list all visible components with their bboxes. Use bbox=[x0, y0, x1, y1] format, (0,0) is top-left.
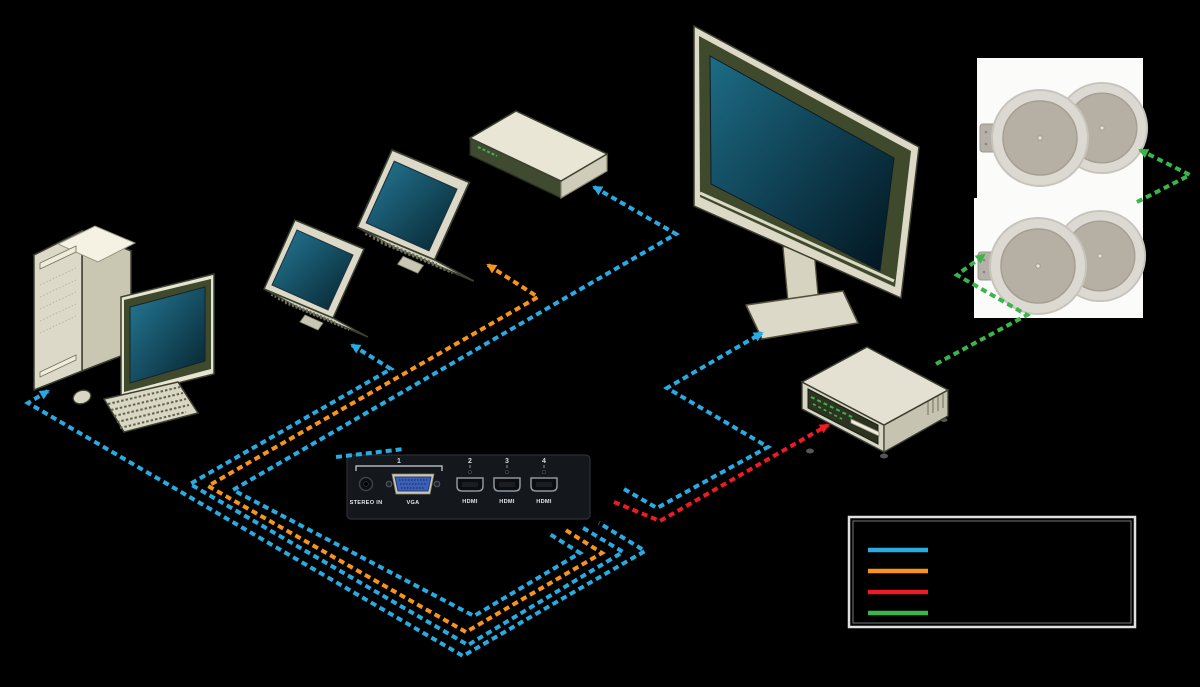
amp-led-display bbox=[810, 396, 853, 418]
display bbox=[693, 24, 920, 340]
hdmi-port-3: 3 HDMI bbox=[493, 458, 521, 505]
display-screen bbox=[709, 55, 895, 272]
settop-top bbox=[468, 110, 609, 182]
hdmi-label: HDMI bbox=[499, 499, 515, 505]
input1-number: 1 bbox=[397, 458, 401, 465]
amp-front-panel bbox=[807, 388, 879, 445]
vga-label: VGA bbox=[406, 500, 419, 506]
input3-number: 3 bbox=[505, 458, 509, 465]
amp-vents bbox=[927, 394, 944, 415]
tower-front bbox=[33, 229, 83, 392]
cable-pc-to-switch bbox=[24, 389, 649, 659]
cable-switch-to-display bbox=[623, 331, 773, 511]
vga-screw bbox=[385, 480, 393, 488]
cables-layer bbox=[24, 148, 1195, 659]
legend-lines bbox=[868, 547, 928, 616]
cable-amp-to-speakers bbox=[935, 253, 1032, 366]
mouse bbox=[72, 389, 92, 405]
hdmi-label: HDMI bbox=[536, 499, 552, 505]
legend bbox=[847, 515, 1137, 629]
hdmi-label: HDMI bbox=[462, 499, 478, 505]
speakers-lower bbox=[974, 198, 1147, 318]
amp-foot bbox=[880, 453, 888, 459]
vga-pins bbox=[399, 479, 427, 489]
vga-screw bbox=[433, 480, 441, 488]
display-bezel-highlight bbox=[699, 191, 895, 283]
drive-slot bbox=[39, 245, 77, 270]
hdmi-port-4: 4 HDMI bbox=[530, 458, 558, 505]
switcher: 1 STEREO IN VGA 2 HDMI 3 HDMI bbox=[346, 454, 591, 520]
amp-disc-slot bbox=[850, 418, 880, 437]
tower-handle bbox=[56, 225, 137, 263]
display-stand-base bbox=[745, 290, 859, 340]
legend-box-inner bbox=[852, 520, 1132, 624]
settop-led-display bbox=[477, 146, 498, 157]
tower-bottom-vent bbox=[39, 354, 77, 378]
amp-top bbox=[800, 346, 950, 426]
input4-number: 4 bbox=[542, 458, 546, 465]
input2-number: 2 bbox=[468, 458, 472, 465]
amplifier bbox=[800, 346, 950, 459]
amp-foot bbox=[806, 448, 814, 454]
hdmi-port-2: 2 HDMI bbox=[456, 458, 484, 505]
set-top-box bbox=[468, 110, 609, 200]
stereo-in-label: STEREO IN bbox=[350, 500, 383, 506]
input1-bracket bbox=[355, 465, 443, 471]
speakers-upper bbox=[977, 58, 1149, 198]
monitor-screen bbox=[129, 286, 206, 384]
cable-settop-to-switch bbox=[228, 185, 681, 619]
keyboard-keys bbox=[107, 386, 190, 429]
stereo-in-hole bbox=[363, 481, 369, 487]
cable-behind-switch bbox=[335, 447, 405, 459]
desktop-computer bbox=[32, 225, 215, 433]
cable-laptop2-to-switch bbox=[203, 263, 606, 635]
